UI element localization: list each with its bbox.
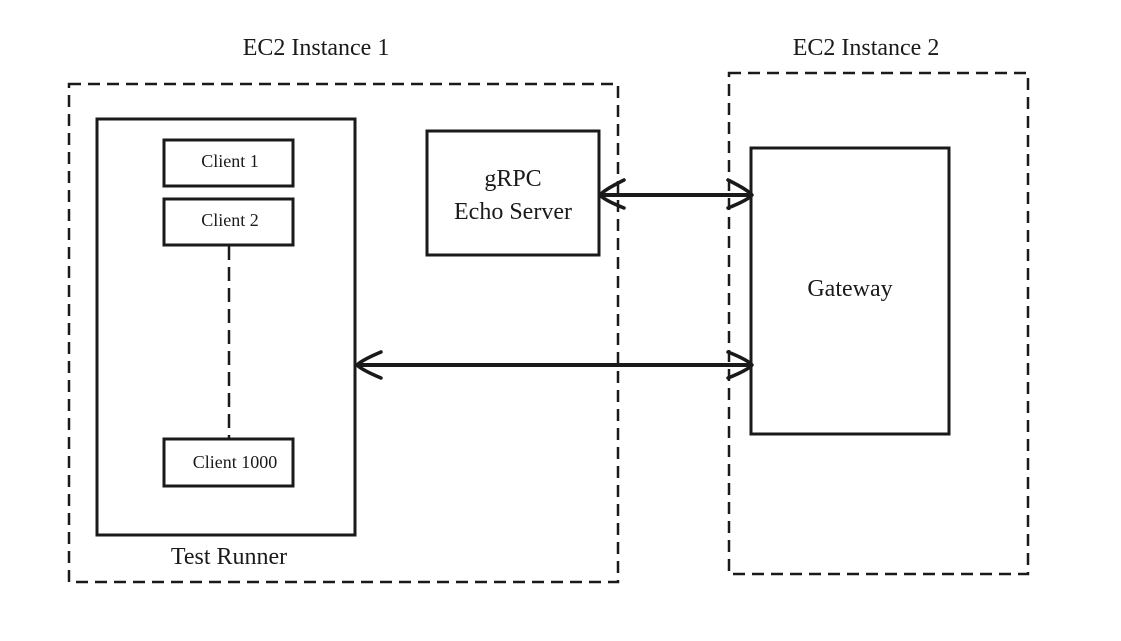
ec2-instance-1: EC2 Instance 1 Test Runner Client 1 Clie… [67, 35, 620, 584]
test-runner-box [95, 117, 357, 537]
gateway-label: Gateway [807, 276, 892, 302]
ec2-instance-2-boundary [727, 71, 1030, 576]
runner-gateway-arrowhead-left [355, 350, 383, 380]
gateway: Gateway [749, 146, 951, 436]
ec2-instance-2: EC2 Instance 2 Gateway [727, 35, 1030, 576]
grpc-echo-server: gRPC Echo Server [425, 129, 601, 257]
test-runner-label: Test Runner [171, 544, 287, 570]
connection-echo-server-gateway [598, 178, 754, 210]
grpc-echo-server-box [425, 129, 601, 257]
runner-gateway-arrowhead-right [726, 350, 754, 380]
ec2-instance-2-title: EC2 Instance 2 [793, 35, 940, 61]
grpc-echo-server-label-line1: gRPC [484, 166, 541, 192]
echo-gateway-arrowhead-right [726, 178, 754, 210]
client-2-label: Client 2 [201, 210, 259, 230]
client-1000-box [162, 437, 295, 488]
ec2-instance-1-boundary [67, 82, 620, 584]
test-runner: Test Runner Client 1 Client 2 Client 100… [95, 117, 357, 570]
client-1-box [162, 138, 295, 188]
client-2-box [162, 197, 295, 247]
client-1000-label: Client 1000 [193, 452, 278, 472]
echo-gateway-arrowhead-left [598, 178, 626, 210]
grpc-echo-server-label-line2: Echo Server [454, 199, 572, 225]
connection-test-runner-gateway [355, 350, 754, 380]
client-1: Client 1 [162, 138, 295, 188]
client-2: Client 2 [162, 197, 295, 247]
client-1000: Client 1000 [162, 437, 295, 488]
client-1-label: Client 1 [201, 151, 259, 171]
ec2-instance-1-title: EC2 Instance 1 [243, 35, 390, 61]
gateway-box [749, 146, 951, 436]
